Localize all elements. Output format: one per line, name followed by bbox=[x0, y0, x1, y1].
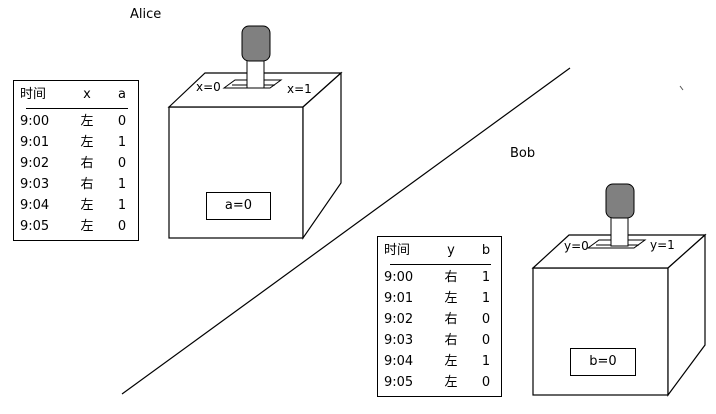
alice-right-label: x=1 bbox=[287, 82, 312, 96]
table-cell: 左 bbox=[444, 375, 458, 390]
table-cell: 1 bbox=[117, 135, 127, 150]
bob-switch[interactable] bbox=[586, 183, 647, 249]
table-cell: 0 bbox=[117, 156, 127, 171]
table-cell: 1 bbox=[481, 291, 491, 306]
table-cell: 左 bbox=[80, 219, 94, 234]
bob-left-label: y=0 bbox=[564, 239, 589, 253]
table-cell: 右 bbox=[444, 312, 458, 327]
bob-right-label: y=1 bbox=[650, 238, 675, 252]
table-cell: 左 bbox=[80, 198, 94, 213]
table-cell: 9:01 bbox=[384, 291, 414, 306]
table-cell: 右 bbox=[444, 270, 458, 285]
table-cell: 1 bbox=[117, 177, 127, 192]
table-cell: 1 bbox=[481, 270, 491, 285]
table-cell: 1 bbox=[481, 354, 491, 369]
alice-name: Alice bbox=[130, 7, 162, 22]
alice-header-a: a bbox=[118, 87, 126, 102]
table-cell: 左 bbox=[80, 114, 94, 129]
bob-header-b: b bbox=[481, 243, 491, 258]
table-cell: 0 bbox=[117, 114, 127, 129]
table-cell: 9:04 bbox=[20, 198, 50, 213]
alice-header-rule bbox=[26, 108, 128, 109]
bob-header-rule bbox=[390, 264, 491, 265]
table-cell: 9:03 bbox=[20, 177, 50, 192]
table-cell: 0 bbox=[117, 219, 127, 234]
table-cell: 0 bbox=[481, 333, 491, 348]
separator-line bbox=[121, 67, 571, 395]
table-cell: 左 bbox=[444, 354, 458, 369]
bob-header-time: 时间 bbox=[384, 243, 411, 258]
alice-table: 时间 x a 9:00 左 0 9:01 左 1 9:02 右 0 9:03 右… bbox=[13, 80, 139, 241]
bob-name: Bob bbox=[510, 146, 536, 161]
alice-header-x: x bbox=[83, 87, 91, 102]
table-cell: 9:00 bbox=[20, 114, 50, 129]
bob-header-y: y bbox=[447, 243, 455, 258]
table-cell: 9:02 bbox=[20, 156, 50, 171]
table-cell: 9:01 bbox=[20, 135, 50, 150]
table-cell: 0 bbox=[481, 312, 491, 327]
table-cell: 右 bbox=[80, 156, 94, 171]
bob-table: 时间 y b 9:00 右 1 9:01 左 1 9:02 右 0 9:03 右… bbox=[377, 236, 502, 397]
table-cell: 1 bbox=[117, 198, 127, 213]
table-cell: 9:03 bbox=[384, 333, 414, 348]
alice-left-label: x=0 bbox=[196, 80, 221, 94]
alice-header-time: 时间 bbox=[20, 87, 47, 102]
table-cell: 左 bbox=[80, 135, 94, 150]
table-cell: 9:04 bbox=[384, 354, 414, 369]
table-cell: 0 bbox=[481, 375, 491, 390]
stray-mark bbox=[679, 85, 684, 91]
alice-box bbox=[167, 71, 343, 240]
table-cell: 9:05 bbox=[20, 219, 50, 234]
alice-switch[interactable] bbox=[222, 25, 283, 89]
alice-knob bbox=[241, 25, 271, 62]
table-cell: 9:05 bbox=[384, 375, 414, 390]
bob-knob bbox=[605, 183, 635, 219]
table-cell: 左 bbox=[444, 291, 458, 306]
table-cell: 右 bbox=[444, 333, 458, 348]
table-cell: 9:02 bbox=[384, 312, 414, 327]
alice-display: a=0 bbox=[206, 192, 271, 220]
table-cell: 右 bbox=[80, 177, 94, 192]
table-cell: 9:00 bbox=[384, 270, 414, 285]
bob-display: b=0 bbox=[570, 348, 636, 376]
